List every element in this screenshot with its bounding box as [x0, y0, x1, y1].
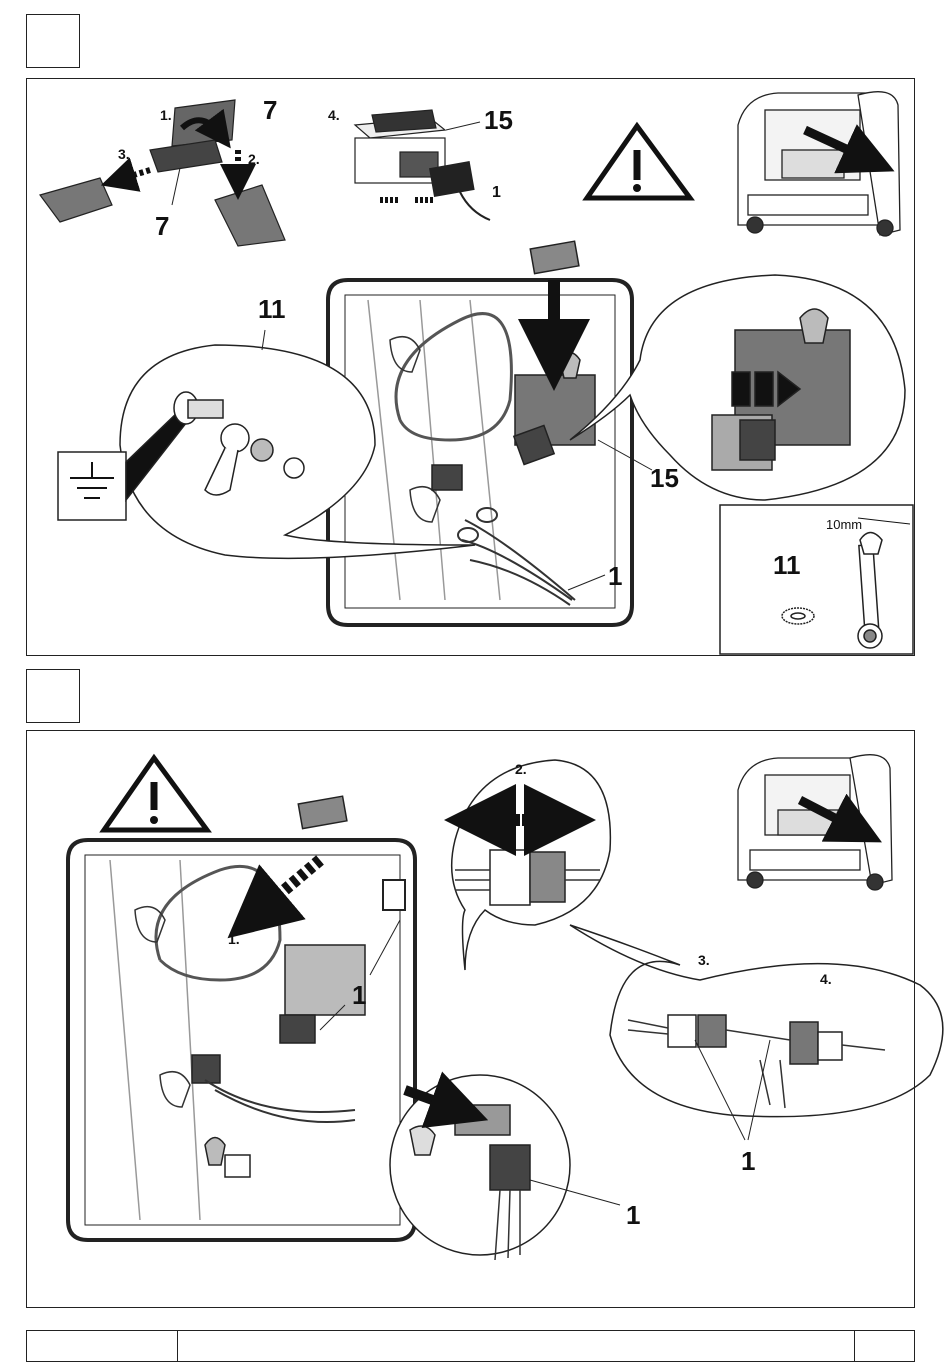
- car-rear-view-icon: [738, 92, 900, 236]
- callout-1-main: 1: [608, 563, 622, 589]
- callout-sub-1: 1.: [160, 108, 172, 122]
- callout-11-inset: 11: [773, 552, 801, 578]
- wrench-size-label: 10mm: [826, 518, 862, 531]
- callout-sub-3: 3.: [698, 953, 710, 967]
- callout-11-main: 11: [258, 296, 286, 322]
- callout-sub-1: 1.: [228, 932, 240, 946]
- tool-inset: [720, 505, 913, 654]
- module-zoom: [570, 275, 905, 500]
- callout-sub-4: 4.: [820, 972, 832, 986]
- callout-sub-3: 3.: [118, 147, 130, 161]
- callout-15-main: 15: [650, 465, 679, 491]
- callout-1-plug: 1: [492, 185, 501, 201]
- callout-1-bottom: 1: [626, 1202, 640, 1228]
- callout-sub-2: 2.: [248, 152, 260, 166]
- callout-1-right: 1: [741, 1148, 755, 1174]
- callout-1-left: 1: [352, 982, 366, 1008]
- footer-cell-right: [855, 1331, 914, 1361]
- lock-washer-icon: [782, 608, 814, 624]
- callout-7-top: 7: [263, 97, 277, 123]
- footer-cell-middle: [178, 1331, 855, 1361]
- ground-bolt-zoom: [58, 345, 475, 558]
- callout-7-bottom: 7: [155, 213, 169, 239]
- warning-triangle-icon: [587, 126, 690, 198]
- control-module-illustration: [355, 110, 490, 220]
- callout-sub-4: 4.: [328, 108, 340, 122]
- footer-cell-left: [27, 1331, 178, 1361]
- footer-bar: [26, 1330, 915, 1362]
- panel-step-2: [26, 730, 915, 1308]
- callout-15-top: 15: [484, 107, 513, 133]
- callout-sub-2: 2.: [515, 762, 527, 776]
